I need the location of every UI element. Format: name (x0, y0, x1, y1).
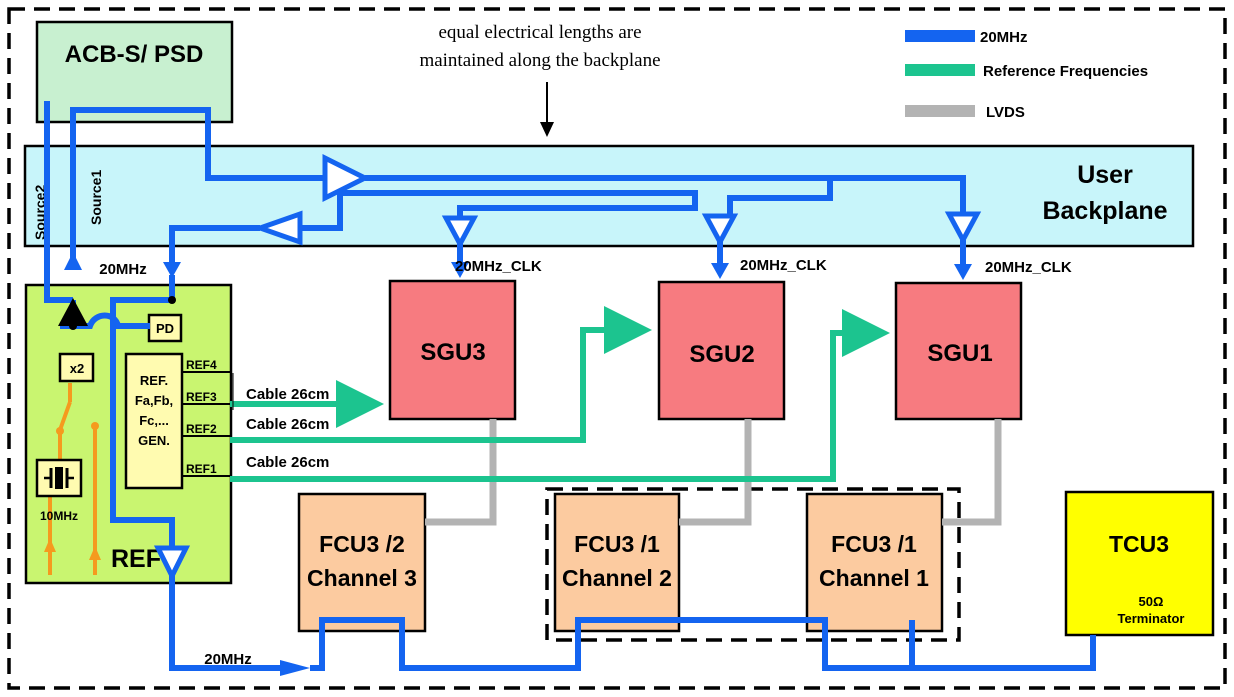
lvds-sgu1-fcu (942, 419, 1002, 526)
ref2-label: REF2 (186, 422, 217, 436)
sgu3-label: SGU3 (420, 339, 485, 366)
fcu-channel2-line2: Channel 2 (562, 565, 672, 591)
ref-gen-line2: Fa,Fb, (135, 393, 173, 408)
switch-arm (58, 401, 72, 431)
sgu1-block (894, 281, 1023, 421)
backplane-buffer-right (322, 153, 371, 203)
fcu-feed-line (169, 575, 280, 671)
sgu3-buffer (441, 215, 479, 250)
cable-label-3: Cable 26cm (246, 454, 329, 471)
backplane-label-line1: User (1077, 161, 1133, 189)
osc-arrow-right (89, 546, 101, 560)
annotation-line-2: maintained along the backplane (419, 50, 660, 71)
osc-arrow-left (44, 538, 56, 552)
sgu1-clk-label: 20MHz_CLK (985, 259, 1072, 276)
ref-junction (168, 296, 176, 304)
ref-internal-loop (110, 275, 175, 548)
tcu3-label: TCU3 (1109, 531, 1169, 557)
legend-label-20mhz: 20MHz (980, 29, 1028, 46)
cable-label-1: Cable 26cm (246, 386, 329, 403)
sgu3-block (388, 279, 517, 421)
source1-label: Source1 (88, 170, 104, 225)
fcu-channel2-block (553, 492, 681, 633)
lvds-sgu3-fcu (425, 419, 497, 526)
ref3-label: REF3 (186, 390, 217, 404)
annotation-line-1: equal electrical lengths are (438, 22, 641, 43)
backplane-return-line (300, 193, 343, 231)
legend-label-lvds: LVDS (986, 104, 1025, 121)
fcu-feed-arrow (280, 660, 310, 676)
ref1-to-sgu1 (230, 309, 890, 482)
outer-dashed-border (7, 7, 1227, 690)
ref-generator (124, 352, 184, 490)
buffer-crossover-line (60, 312, 150, 329)
ref-20mhz-label: 20MHz (99, 261, 147, 278)
fcu-chain-line (310, 617, 1096, 671)
switch-node-right (91, 422, 99, 430)
x2-label: x2 (70, 361, 84, 376)
source1-line (70, 107, 325, 260)
ref-block-label: REF (111, 545, 161, 573)
sgu2-label: SGU2 (689, 341, 754, 368)
backplane-sgu1-line (365, 175, 966, 215)
ref-gen-line4: GEN. (138, 433, 170, 448)
ref-gen-line3: Fc,... (139, 413, 169, 428)
annotation-pointer-arrow (540, 122, 554, 137)
oscillator-label: 10MHz (40, 509, 78, 523)
source2-line (44, 101, 73, 303)
ref-input-arrow (163, 262, 181, 278)
fcu-channel1-line2: Channel 1 (819, 565, 929, 591)
source1-up-arrow (64, 252, 82, 270)
sgu1-buffer (944, 211, 982, 246)
acb-psd-block (35, 20, 234, 124)
fcu-group-dashed-border (545, 487, 961, 642)
sgu3-clk-label: 20MHz_CLK (455, 258, 542, 275)
sgu2-clk-label: 20MHz_CLK (740, 257, 827, 274)
fcu-channel2-line1: FCU3 /1 (574, 531, 660, 557)
buffer-junction (69, 322, 77, 330)
fcu-channel3-line1: FCU3 /2 (319, 531, 405, 557)
return-to-ref-line (169, 225, 260, 262)
cable-label-2: Cable 26cm (246, 416, 329, 433)
ref-output-buffer (153, 545, 191, 582)
terminator-label: Terminator (1118, 611, 1185, 626)
backplane-sgu3-line (340, 190, 698, 218)
legend-label-reference: Reference Frequencies (983, 63, 1148, 80)
sgu2-input-arrow (711, 263, 729, 279)
sgu2-buffer (701, 213, 739, 248)
bottom-20mhz-label: 20MHz (204, 651, 252, 668)
x2-multiplier (58, 352, 95, 383)
pd-label: PD (156, 321, 174, 336)
backplane-buffer-left (252, 210, 303, 246)
ref4-label: REF4 (186, 358, 217, 372)
terminator-ohm-label: 50Ω (1139, 594, 1164, 609)
tcu3-block (1064, 490, 1215, 637)
lvds-sgu2-fcu (679, 419, 752, 526)
fcu-channel3-block (297, 492, 427, 633)
sgu2-block (657, 280, 786, 421)
ref1-label: REF1 (186, 462, 217, 476)
fcu-channel1-line1: FCU3 /1 (831, 531, 917, 557)
fcu-channel3-line2: Channel 3 (307, 565, 417, 591)
pd-block (147, 313, 183, 343)
acb-psd-label: ACB-S/ PSD (65, 41, 204, 68)
ref-gen-line1: REF. (140, 373, 168, 388)
backplane-label-line2: Backplane (1042, 197, 1167, 225)
ref2-to-sgu2 (230, 306, 652, 443)
sgu3-input-arrow (451, 262, 469, 278)
fcu-channel1-block (805, 492, 944, 633)
ref-input-buffer (58, 298, 88, 326)
sgu1-label: SGU1 (927, 340, 992, 367)
sgu1-input-arrow (954, 264, 972, 280)
